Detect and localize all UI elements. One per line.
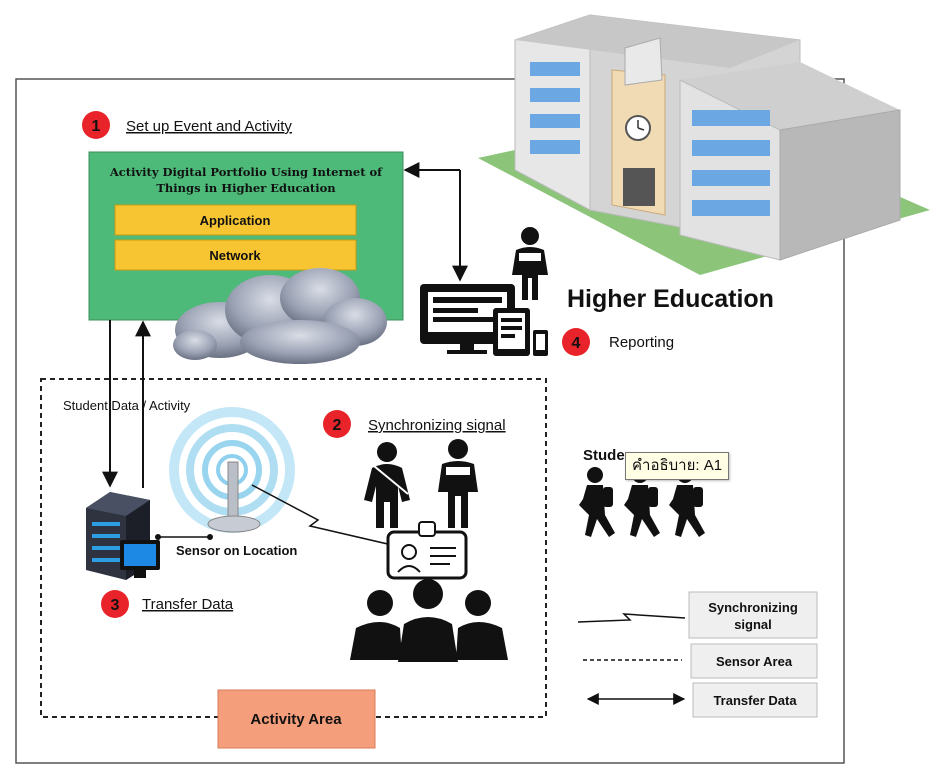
- legend-sync-label-line2: signal: [734, 617, 772, 632]
- cloud-icon: [173, 268, 387, 364]
- step-2-label: Synchronizing signal: [368, 417, 506, 434]
- legend-sensor-area-label: Sensor Area: [716, 654, 793, 669]
- reporting-devices-icon: [420, 284, 548, 356]
- outer-frame: [15, 78, 845, 764]
- higher-education-label: Higher Education: [567, 285, 774, 313]
- synchronizing-signal-line: [251, 484, 393, 546]
- activity-area-box: [217, 689, 376, 749]
- sensor-location-label: Sensor on Location: [176, 543, 297, 558]
- comment-tooltip: คำอธิบาย: A1: [625, 452, 730, 480]
- legend-transfer-data-label: Transfer Data: [713, 693, 797, 708]
- application-layer: [114, 204, 357, 236]
- portfolio-title-line1: Activity Digital Portfolio Using Interne…: [109, 165, 383, 179]
- legend-transfer-data-box: [692, 682, 818, 718]
- step-1-label: Set up Event and Activity: [126, 118, 292, 135]
- legend-sync-box: [688, 591, 818, 639]
- application-layer-label: Application: [200, 213, 271, 228]
- student-with-tablet-icon: [438, 439, 478, 528]
- sensor-area-boundary: [40, 378, 547, 718]
- step-4-badge: [562, 328, 590, 356]
- step-2-badge: [323, 410, 351, 438]
- portfolio-title-line2: Things in Higher Education: [156, 181, 336, 195]
- sensor-icon: [207, 461, 261, 533]
- step-3-label: Transfer Data: [142, 596, 234, 613]
- step-4-number: 4: [572, 335, 581, 352]
- step-3-badge: [101, 590, 129, 618]
- legend-sync-line: [577, 613, 686, 623]
- server-sensor-link-dot-left: [155, 534, 161, 540]
- server-icon: [86, 492, 160, 580]
- step-1-badge: [82, 111, 110, 139]
- staff-person-icon: [512, 227, 548, 300]
- id-card-icon: [386, 521, 468, 580]
- university-building-icon: [478, 14, 930, 275]
- server-sensor-link-dot-right: [207, 534, 213, 540]
- step-3-number: 3: [111, 597, 120, 614]
- group-of-people-icon: [350, 579, 508, 662]
- student-with-bag-icon: [364, 442, 410, 528]
- students-label: Stude: [583, 447, 625, 464]
- legend-sensor-area-box: [690, 643, 818, 679]
- student-data-flow-label: Student Data / Activity: [63, 398, 191, 413]
- network-layer: [114, 239, 357, 271]
- step-2-number: 2: [333, 417, 342, 434]
- step-1-number: 1: [92, 118, 101, 135]
- legend-sync-label-line1: Synchronizing: [708, 600, 798, 615]
- network-layer-label: Network: [209, 248, 261, 263]
- step-4-label: Reporting: [609, 334, 674, 351]
- activity-area-label: Activity Area: [250, 711, 342, 728]
